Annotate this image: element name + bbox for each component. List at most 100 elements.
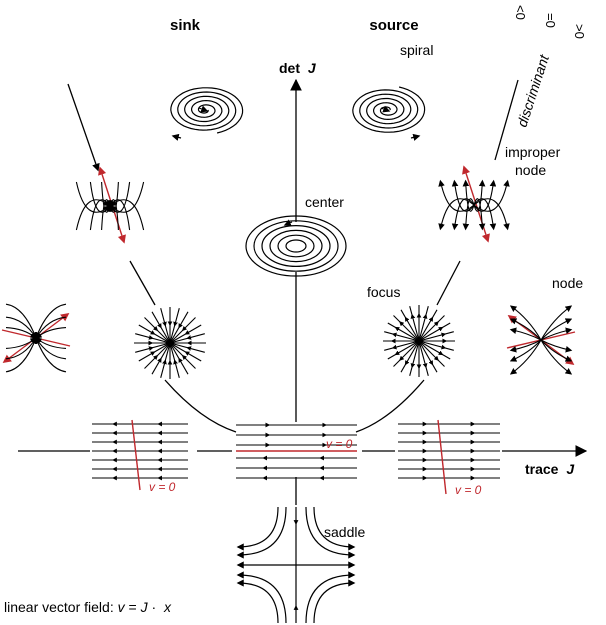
trace-axis-label: trace J — [525, 461, 575, 477]
star-ray — [409, 306, 420, 342]
star-arrow — [391, 332, 398, 338]
node-trajectory — [5, 337, 38, 349]
star-ray — [384, 331, 420, 342]
discriminant-eq: =0 — [543, 13, 558, 28]
shear-field-left — [92, 419, 188, 491]
improper-node-label-2: node — [515, 162, 546, 178]
star-arrow — [428, 360, 434, 366]
star-arrow — [394, 350, 400, 356]
spiral-arrow-inner — [198, 105, 209, 113]
discriminant-lt: <0 — [513, 5, 528, 20]
spiral-arrow-outer — [410, 133, 421, 141]
improper-trajectory — [473, 198, 510, 231]
star-arrow — [173, 321, 178, 327]
star-arrow — [162, 359, 167, 365]
node-trajectory — [540, 318, 573, 341]
v0-right-label: v = 0 — [455, 483, 482, 497]
improper-trajectory — [438, 179, 475, 212]
star-ray — [384, 340, 420, 351]
footer-eq: = — [125, 599, 141, 615]
star-ray — [418, 322, 451, 342]
center-ring — [261, 225, 331, 268]
center-ring — [277, 234, 315, 258]
star-ray — [393, 315, 420, 342]
spiral-sink-portrait — [170, 87, 244, 141]
star-ray — [400, 309, 420, 342]
spiral-curve — [352, 86, 426, 133]
focus-label: focus — [367, 284, 400, 300]
improper-trajectory — [438, 198, 475, 231]
star-ray — [400, 340, 420, 373]
center-ring — [245, 215, 347, 277]
spiral-arrow-inner — [380, 105, 391, 113]
saddle-hyperbola — [305, 506, 356, 559]
footer-J: J — [140, 599, 149, 615]
star-arrow — [178, 323, 183, 329]
star-ray — [418, 331, 454, 342]
center-label: center — [305, 194, 344, 210]
shear-field-center — [236, 422, 357, 481]
nullcline — [437, 419, 447, 495]
star-arrow — [399, 355, 405, 361]
star-arrow — [186, 346, 192, 351]
node-trajectory — [5, 303, 38, 340]
saddle-hyperbola — [236, 579, 279, 624]
node-trajectory — [34, 327, 67, 339]
star-arrow — [440, 332, 447, 338]
star-arrow — [148, 346, 154, 351]
star-ray — [393, 340, 420, 367]
improper-trajectory — [473, 179, 497, 212]
star-arrow — [173, 359, 178, 365]
discriminant-gt: >0 — [572, 24, 587, 39]
parabola-right-lower — [355, 379, 425, 433]
center-ring — [253, 220, 339, 272]
star-ray — [418, 309, 438, 342]
trace-word: trace — [525, 461, 559, 477]
improper-trajectory — [473, 179, 486, 212]
parabola-left-top — [67, 83, 100, 172]
saddle-label: saddle — [324, 524, 365, 540]
node-trajectory — [34, 303, 67, 340]
star-arrow — [440, 344, 447, 350]
star-arrow — [422, 313, 428, 320]
node-trajectory — [5, 336, 38, 373]
star-arrow — [178, 357, 183, 363]
star-arrow — [150, 351, 156, 356]
node-source-portrait — [506, 305, 576, 375]
saddle-hyperbola — [236, 571, 287, 624]
parabola-left-lower — [164, 379, 237, 433]
star-arrow — [157, 323, 162, 329]
saddle-portrait — [236, 506, 356, 624]
node-trajectory — [509, 305, 542, 341]
star-arrow — [399, 321, 405, 327]
improper-trajectory — [108, 199, 145, 231]
node-trajectory — [540, 305, 573, 341]
sink-heading: sink — [170, 17, 201, 34]
star-arrow — [394, 326, 400, 332]
nullcline — [131, 419, 141, 491]
star-arrow — [184, 351, 190, 356]
star-ray — [387, 340, 420, 360]
star-arrow — [152, 354, 159, 361]
star-ray — [418, 306, 429, 342]
improper-trajectory — [473, 198, 497, 231]
spiral-curve — [170, 87, 244, 134]
improper-trajectory — [451, 198, 475, 231]
star-arrow — [404, 316, 410, 322]
node-trajectory — [509, 339, 542, 375]
star-arrow — [184, 330, 190, 335]
star-arrow — [186, 335, 192, 340]
det-var: J — [308, 60, 317, 76]
improper-trajectory — [462, 198, 475, 231]
star-source-portrait — [383, 305, 455, 377]
saddle-hyperbola — [313, 506, 356, 551]
trace-var: J — [566, 461, 575, 477]
spiral-label: spiral — [400, 42, 433, 58]
star-arrow — [152, 325, 159, 332]
star-arrow — [438, 326, 444, 332]
node-trajectory — [540, 327, 573, 341]
star-ray — [418, 340, 445, 367]
det-word: det — [279, 60, 300, 76]
star-arrow — [181, 325, 188, 332]
node-trajectory — [509, 327, 542, 341]
